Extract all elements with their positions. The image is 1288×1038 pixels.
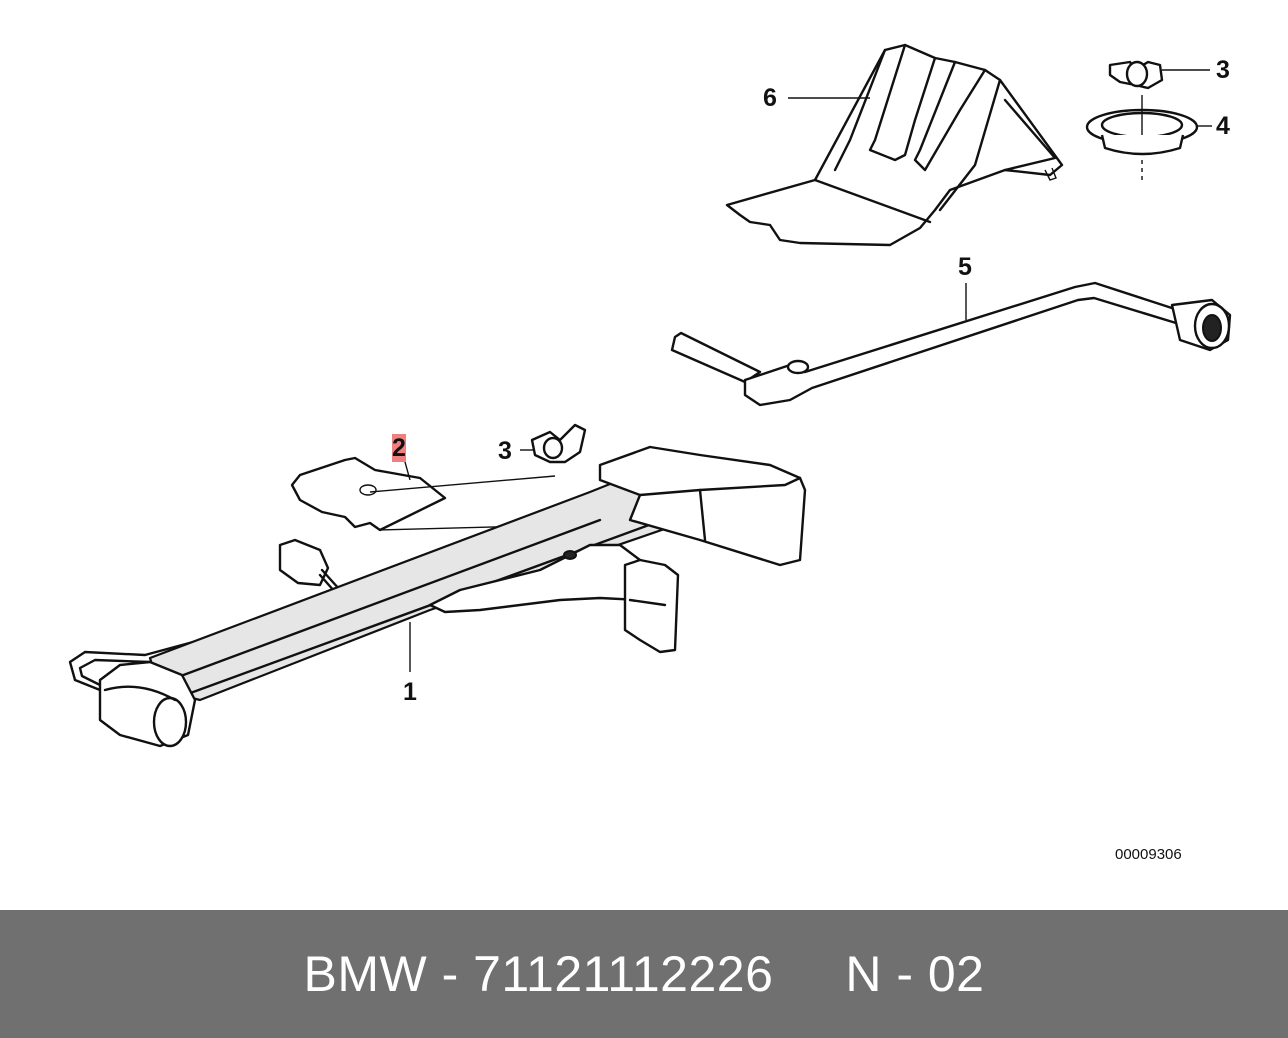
wheel-chock-part-6 bbox=[725, 43, 1064, 247]
grommet-part-4 bbox=[1085, 95, 1212, 182]
callout-2-highlight: 2 bbox=[392, 434, 406, 462]
callout-2[interactable]: 2 bbox=[392, 434, 406, 462]
callout-4[interactable]: 4 bbox=[1216, 112, 1230, 140]
callout-1[interactable]: 1 bbox=[403, 678, 417, 706]
parts-drawing bbox=[68, 43, 1232, 748]
wing-nut-part-3-mid bbox=[520, 423, 587, 464]
footer-bar: BMW - 71121112226 N - 02 bbox=[0, 910, 1288, 1038]
plate-part-2 bbox=[290, 456, 571, 550]
callout-5[interactable]: 5 bbox=[958, 253, 972, 281]
callout-3-top[interactable]: 3 bbox=[1216, 56, 1230, 84]
callout-3-middle[interactable]: 3 bbox=[498, 437, 512, 465]
jack-part-1 bbox=[68, 445, 807, 748]
callout-6[interactable]: 6 bbox=[763, 84, 777, 112]
part-number-caption: BMW - 71121112226 N - 02 bbox=[303, 946, 985, 1002]
wing-nut-part-3-top bbox=[1108, 60, 1210, 90]
diagram-code: 00009306 bbox=[1115, 846, 1182, 863]
crank-handle-part-5 bbox=[670, 281, 1232, 407]
parts-diagram: 2 1 3 3 4 5 6 00009306 bbox=[68, 43, 1232, 863]
